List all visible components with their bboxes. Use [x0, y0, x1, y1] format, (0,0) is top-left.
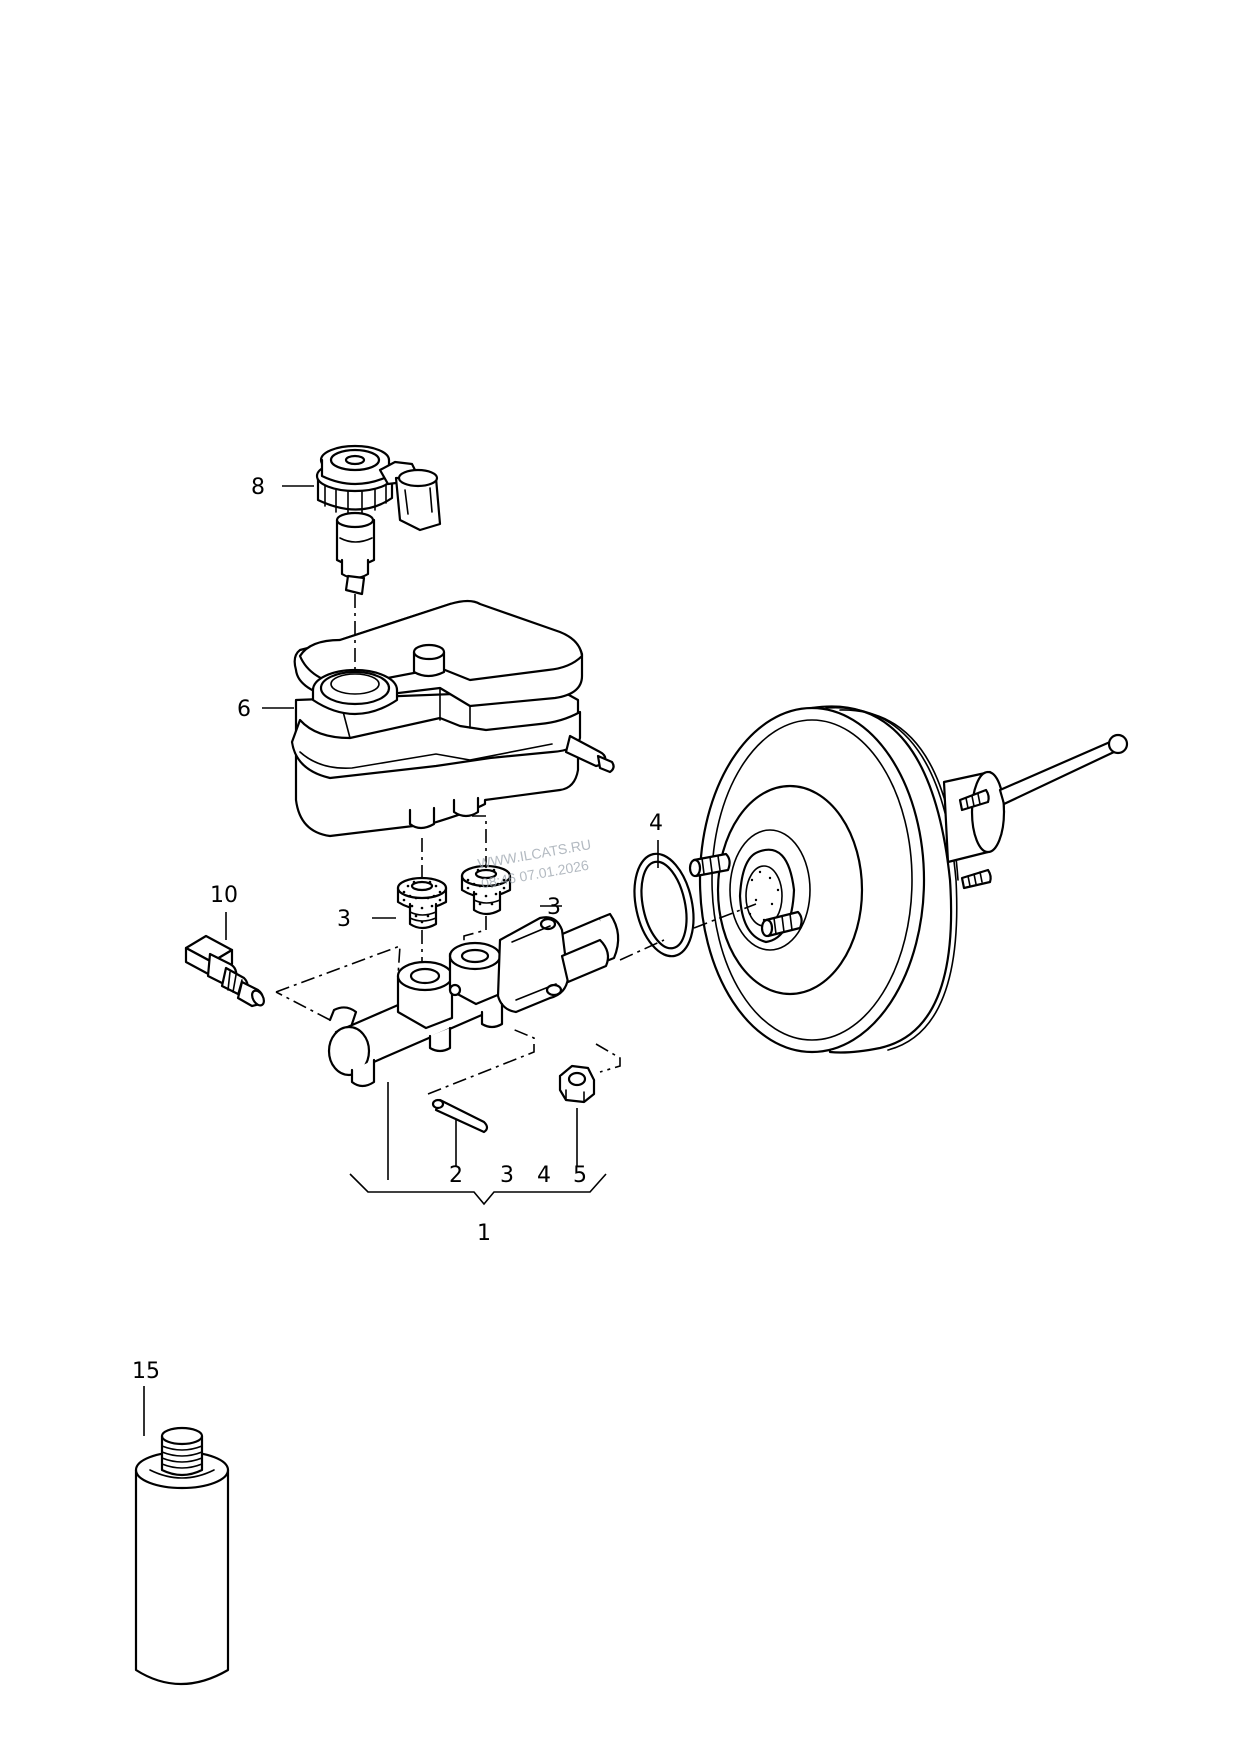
- part-8-reservoir-cap[interactable]: [315, 444, 442, 596]
- part-10-pressure-sensor[interactable]: [184, 934, 266, 1008]
- callout-8: 8: [251, 475, 265, 500]
- part-1-master-cylinder[interactable]: [327, 912, 620, 1088]
- part-4-o-ring[interactable]: [626, 848, 702, 961]
- callout-4-oring: 4: [649, 811, 663, 836]
- callout-3-left: 3: [337, 907, 351, 932]
- callout-2: 2: [449, 1163, 463, 1188]
- watermark: WWW.ILCATS.RU 08:46 07.01.2026: [476, 836, 592, 891]
- callout-4-group: 4: [537, 1163, 551, 1188]
- callout-1: 1: [477, 1221, 491, 1246]
- callout-5: 5: [573, 1163, 587, 1188]
- part-3-reservoir-seal-left[interactable]: [396, 876, 448, 930]
- brake-booster[interactable]: [688, 705, 1129, 1054]
- leader-lines: [143, 485, 659, 1436]
- part-15-brake-fluid-bottle[interactable]: [134, 1426, 230, 1685]
- part-3-reservoir-seal-right[interactable]: [460, 864, 512, 916]
- callout-labels: 8 6 10 3 3 4 2 3 4 5 1 15: [132, 475, 663, 1384]
- callout-15: 15: [132, 1359, 160, 1384]
- part-5-hex-nut[interactable]: [558, 1064, 596, 1104]
- assembly-lines: [275, 594, 757, 1095]
- callout-3-group: 3: [500, 1163, 514, 1188]
- callout-10: 10: [210, 883, 238, 908]
- part-2-retaining-pin[interactable]: [431, 1098, 489, 1134]
- part-6-fluid-reservoir[interactable]: [290, 599, 615, 838]
- callout-3-right: 3: [547, 895, 561, 920]
- callout-6: 6: [237, 697, 251, 722]
